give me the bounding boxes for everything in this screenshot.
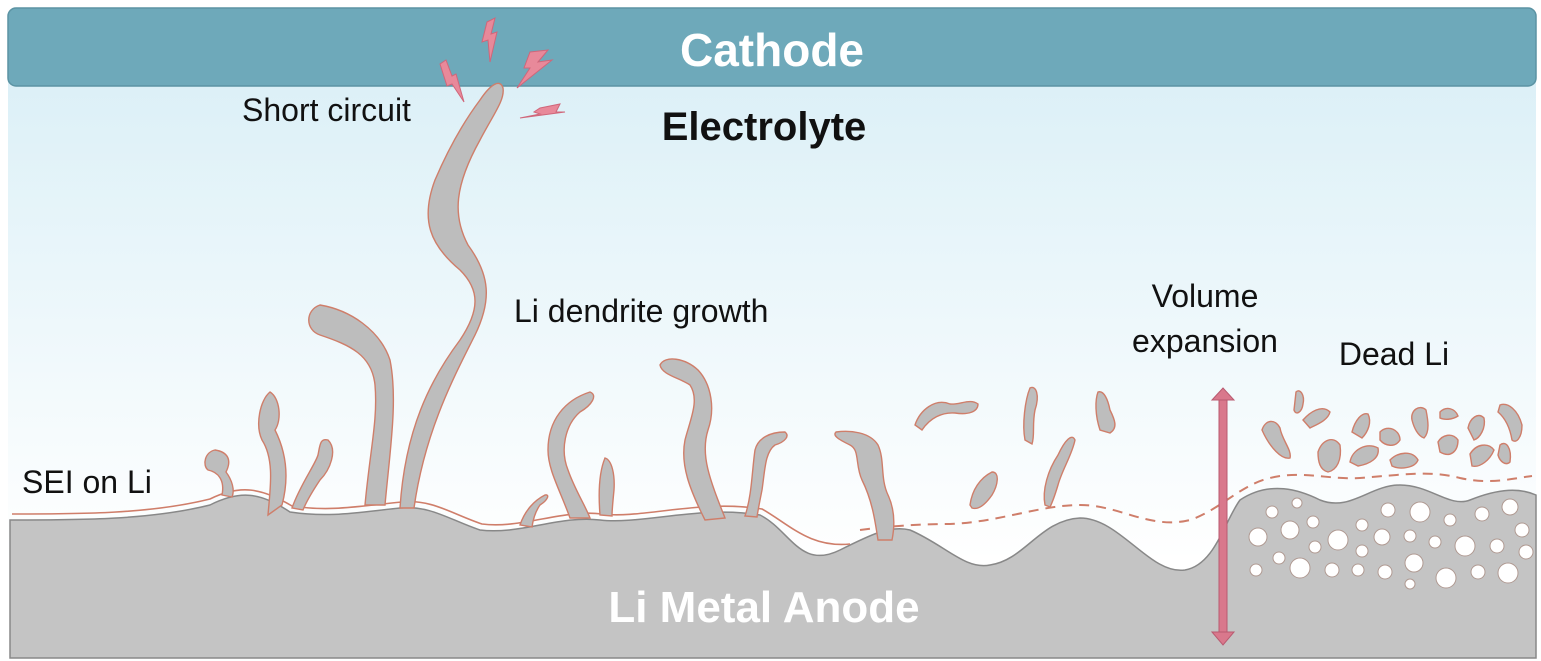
anode-body [9, 484, 1537, 659]
li-dendrites [204, 82, 1523, 541]
cathode-label: Cathode [680, 24, 864, 76]
spark-icon [439, 59, 465, 103]
sei-layer-line [11, 489, 851, 546]
arrow-down-icon [1210, 631, 1236, 646]
tall-dendrite [399, 82, 504, 509]
electrolyte-label: Electrolyte [662, 105, 867, 149]
short-circuit-label: Short circuit [242, 92, 411, 128]
volume-expansion-arrow [1210, 387, 1236, 646]
anode-pores [1248, 497, 1534, 590]
volume-label-line2: expansion [1132, 323, 1278, 359]
short-circuit-sparks [439, 17, 566, 119]
cathode-bar [7, 7, 1537, 87]
spark-icon [519, 103, 566, 119]
dendrite-growth-label: Li dendrite growth [514, 293, 768, 329]
spark-icon [481, 17, 498, 63]
volume-label-line1: Volume [1152, 278, 1259, 314]
arrow-up-icon [1210, 387, 1236, 401]
dead-li-label: Dead Li [1339, 336, 1449, 372]
spark-icon [516, 49, 554, 89]
anode-label: Li Metal Anode [608, 583, 919, 632]
electrolyte-region [8, 80, 1536, 560]
sei-label: SEI on Li [22, 464, 152, 500]
